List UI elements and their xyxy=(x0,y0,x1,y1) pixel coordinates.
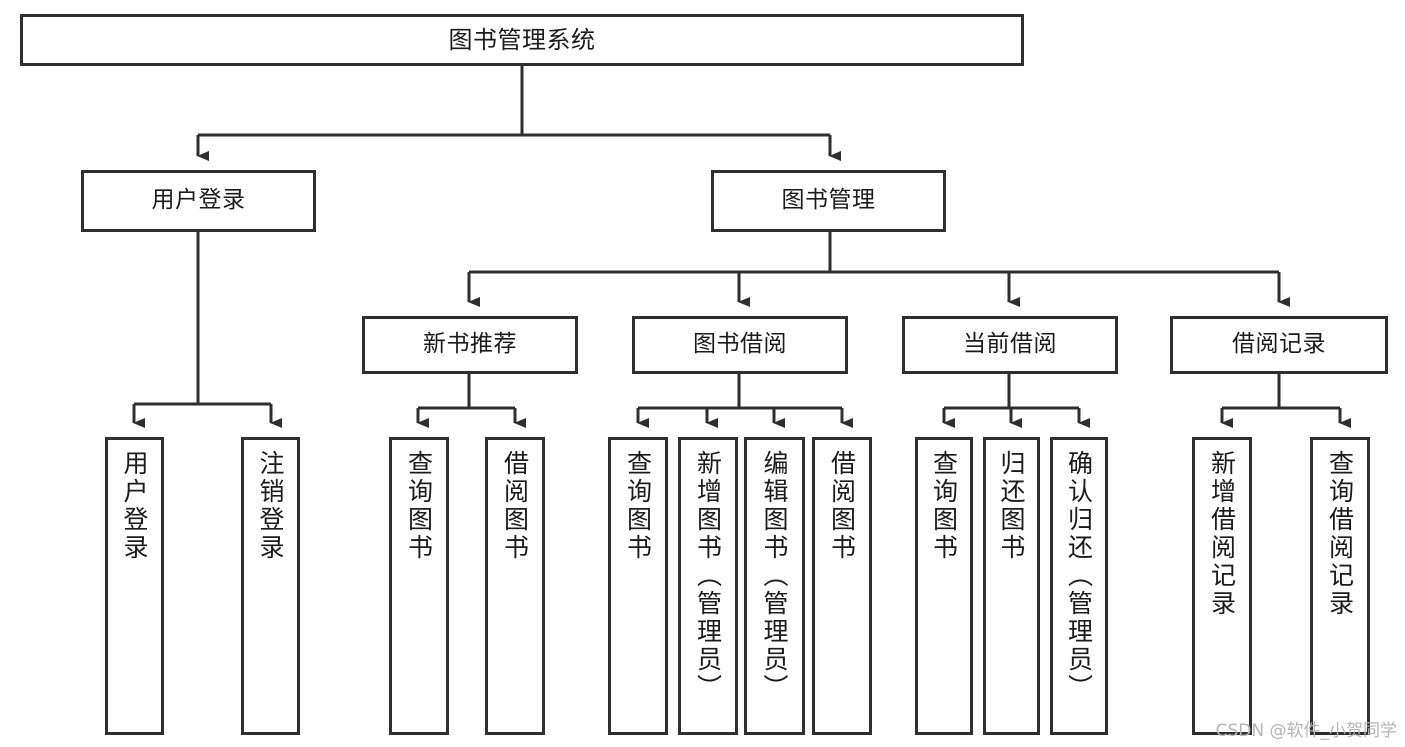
node-leaf-rec-borrow-label: 借阅图书 xyxy=(500,450,530,562)
node-new-book-rec-label: 新书推荐 xyxy=(423,331,517,358)
node-new-book-rec[interactable]: 新书推荐 xyxy=(362,316,578,374)
node-leaf-borrow-do[interactable]: 借阅图书 xyxy=(812,437,872,735)
node-book-borrow-label: 图书借阅 xyxy=(693,331,787,358)
node-user-login-label: 用户登录 xyxy=(151,187,246,214)
node-root-label: 图书管理系统 xyxy=(448,25,596,54)
node-leaf-cur-confirm[interactable]: 确认归还（管理员） xyxy=(1050,437,1108,735)
node-leaf-rec-query[interactable]: 查询图书 xyxy=(389,437,449,735)
node-leaf-user-login-label: 用户登录 xyxy=(120,450,149,562)
node-leaf-cur-return[interactable]: 归还图书 xyxy=(983,437,1040,735)
node-leaf-borrow-edit[interactable]: 编辑图书（管理员） xyxy=(744,437,805,735)
node-book-manage-label: 图书管理 xyxy=(781,187,876,214)
node-leaf-cur-return-label: 归还图书 xyxy=(997,450,1026,562)
node-leaf-borrow-query-label: 查询图书 xyxy=(623,450,653,562)
node-leaf-rec-add[interactable]: 新增借阅记录 xyxy=(1192,437,1252,735)
node-leaf-user-login[interactable]: 用户登录 xyxy=(105,437,164,735)
csdn-watermark: CSDN @软件_小贺同学 xyxy=(1215,721,1397,741)
node-current-borrow[interactable]: 当前借阅 xyxy=(902,316,1118,374)
node-leaf-rec-add-label: 新增借阅记录 xyxy=(1207,450,1237,618)
node-leaf-rec-query-label: 查询图书 xyxy=(404,450,434,562)
node-leaf-borrow-edit-label: 编辑图书（管理员） xyxy=(760,450,789,702)
node-leaf-user-logout[interactable]: 注销登录 xyxy=(241,437,300,735)
node-leaf-cur-query[interactable]: 查询图书 xyxy=(915,437,973,735)
node-book-borrow[interactable]: 图书借阅 xyxy=(632,316,848,374)
node-leaf-rec-borrow[interactable]: 借阅图书 xyxy=(485,437,545,735)
node-current-borrow-label: 当前借阅 xyxy=(963,331,1057,358)
node-leaf-cur-query-label: 查询图书 xyxy=(929,450,959,562)
node-leaf-borrow-do-label: 借阅图书 xyxy=(827,450,857,562)
node-leaf-rec-query2[interactable]: 查询借阅记录 xyxy=(1310,437,1370,735)
node-leaf-user-logout-label: 注销登录 xyxy=(256,450,285,562)
node-leaf-cur-confirm-label: 确认归还（管理员） xyxy=(1064,450,1094,702)
node-leaf-borrow-add-label: 新增图书（管理员） xyxy=(693,450,723,702)
node-leaf-borrow-query[interactable]: 查询图书 xyxy=(608,437,668,735)
node-user-login[interactable]: 用户登录 xyxy=(81,170,316,232)
node-borrow-record-label: 借阅记录 xyxy=(1232,331,1326,358)
node-root[interactable]: 图书管理系统 xyxy=(20,14,1024,66)
node-borrow-record[interactable]: 借阅记录 xyxy=(1170,316,1388,374)
node-book-manage[interactable]: 图书管理 xyxy=(711,170,946,232)
node-leaf-rec-query2-label: 查询借阅记录 xyxy=(1325,450,1355,618)
node-leaf-borrow-add[interactable]: 新增图书（管理员） xyxy=(678,437,738,735)
